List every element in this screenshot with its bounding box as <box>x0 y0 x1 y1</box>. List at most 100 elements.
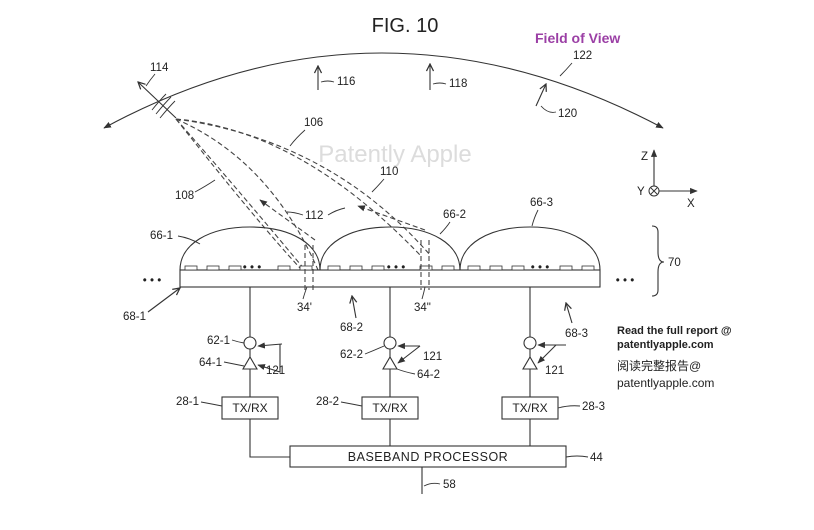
ref-64-2: 64-2 <box>417 369 440 381</box>
leader-114 <box>145 73 156 87</box>
dome-66-3 <box>459 226 601 271</box>
ref-44: 44 <box>590 452 603 464</box>
wave-2 <box>155 96 172 115</box>
leader-66-3 <box>531 209 539 227</box>
wave-1 <box>151 93 167 111</box>
ref-68-1: 68-1 <box>123 311 146 323</box>
control-arrow-121-3b <box>537 344 557 364</box>
amplifier-64-1 <box>242 355 258 370</box>
ref-62-2: 62-2 <box>340 349 363 361</box>
ref-121-1: 121 <box>266 365 285 377</box>
amplifier-64-2 <box>382 355 398 370</box>
figure-title: FIG. 10 <box>372 15 439 37</box>
signal-path-a <box>175 118 319 271</box>
ref-116: 116 <box>337 76 355 88</box>
leader-58 <box>423 482 441 487</box>
txrx-to-baseband-lines <box>249 419 531 458</box>
promo-line-2: patentlyapple.com <box>617 339 714 351</box>
leader-64-1 <box>223 361 245 367</box>
amp-to-txrx-lines <box>249 369 531 397</box>
leader-34-double-prime <box>421 286 426 300</box>
signal-path-108 <box>175 118 306 271</box>
ref-66-1: 66-1 <box>150 230 173 242</box>
ref-122: 122 <box>573 50 592 62</box>
txrx-label-28-1: TX/RX <box>232 401 267 415</box>
dome-66-1 <box>179 226 321 271</box>
left-ellipsis: • • • <box>143 275 161 287</box>
reflection-arrow-2 <box>357 205 426 231</box>
txrx-label-28-2: TX/RX <box>372 401 407 415</box>
arrow-68-2 <box>352 296 356 319</box>
leader-34-prime <box>302 286 308 300</box>
ref-106: 106 <box>304 117 323 129</box>
ref-64-1: 64-1 <box>199 357 222 369</box>
ref-120: 120 <box>558 108 577 120</box>
leader-116 <box>320 80 335 83</box>
leader-122 <box>559 62 573 77</box>
txrx-label-28-3: TX/RX <box>512 401 547 415</box>
ref-68-2: 68-2 <box>340 322 363 334</box>
circle-to-amp-lines <box>249 349 531 357</box>
wave-3 <box>159 100 176 119</box>
leader-106 <box>289 129 306 147</box>
ref-112: 112 <box>305 210 323 222</box>
leader-28-3 <box>557 405 581 409</box>
dome-1-dots: • • • <box>243 262 261 274</box>
ref-58: 58 <box>443 479 456 491</box>
antenna-elements <box>184 265 595 271</box>
dome-2-dots: • • • <box>387 262 405 274</box>
feed-lines <box>249 287 531 337</box>
dome-3-dots: • • • <box>531 262 549 274</box>
leader-62-1 <box>231 339 245 344</box>
ref-114: 114 <box>150 62 169 74</box>
leader-108 <box>194 179 216 193</box>
leader-120 <box>540 105 557 113</box>
ref-34-prime: 34' <box>297 302 312 314</box>
leader-64-2 <box>396 368 416 375</box>
field-of-view-arc <box>103 52 664 129</box>
ref-118: 118 <box>449 78 467 90</box>
arrow-68-1 <box>147 288 180 313</box>
ref-28-2: 28-2 <box>316 396 339 408</box>
arrow-114 <box>138 82 177 119</box>
leader-66-1 <box>177 235 201 245</box>
ref-66-3: 66-3 <box>530 197 553 209</box>
leader-110 <box>371 178 385 193</box>
phase-shifter-62-3 <box>523 336 537 350</box>
control-arrow-121-1b <box>257 344 281 373</box>
ref-110: 110 <box>380 166 398 178</box>
leader-28-1 <box>200 401 223 407</box>
brace-70 <box>651 225 665 297</box>
ref-34-double-prime: 34" <box>414 302 431 314</box>
signal-path-b <box>175 118 301 269</box>
ref-108: 108 <box>175 190 194 202</box>
promo-line-1: Read the full report @ <box>617 325 732 337</box>
leader-118 <box>432 82 447 85</box>
signal-path-110 <box>175 118 431 256</box>
axis-y-cross <box>650 187 658 195</box>
ref-62-1: 62-1 <box>207 335 230 347</box>
ref-28-3: 28-3 <box>582 401 605 413</box>
arrow-68-3 <box>566 303 573 324</box>
baseband-processor-box <box>289 445 567 468</box>
leader-62-2 <box>364 345 385 355</box>
ref-70: 70 <box>668 257 681 269</box>
field-of-view-label: Field of View <box>535 30 620 46</box>
promo-line-3: 阅读完整报告@ <box>617 358 701 373</box>
ref-66-2: 66-2 <box>443 209 466 221</box>
axis-x-label: X <box>687 198 695 210</box>
control-arrow-121-1 <box>257 342 283 349</box>
ref-121-3: 121 <box>545 365 564 377</box>
arrow-120 <box>535 84 546 107</box>
leader-66-2 <box>439 221 451 235</box>
dashed-34-double-prime <box>420 240 430 290</box>
axis-y-label: Y <box>637 186 645 198</box>
baseband-processor-label: BASEBAND PROCESSOR <box>348 450 508 464</box>
ref-121-2: 121 <box>423 351 442 363</box>
watermark: Patently Apple <box>318 141 471 168</box>
leader-44 <box>565 455 589 458</box>
ref-68-3: 68-3 <box>565 328 588 340</box>
phase-shifter-62-1 <box>243 336 257 350</box>
leader-28-2 <box>340 401 363 407</box>
